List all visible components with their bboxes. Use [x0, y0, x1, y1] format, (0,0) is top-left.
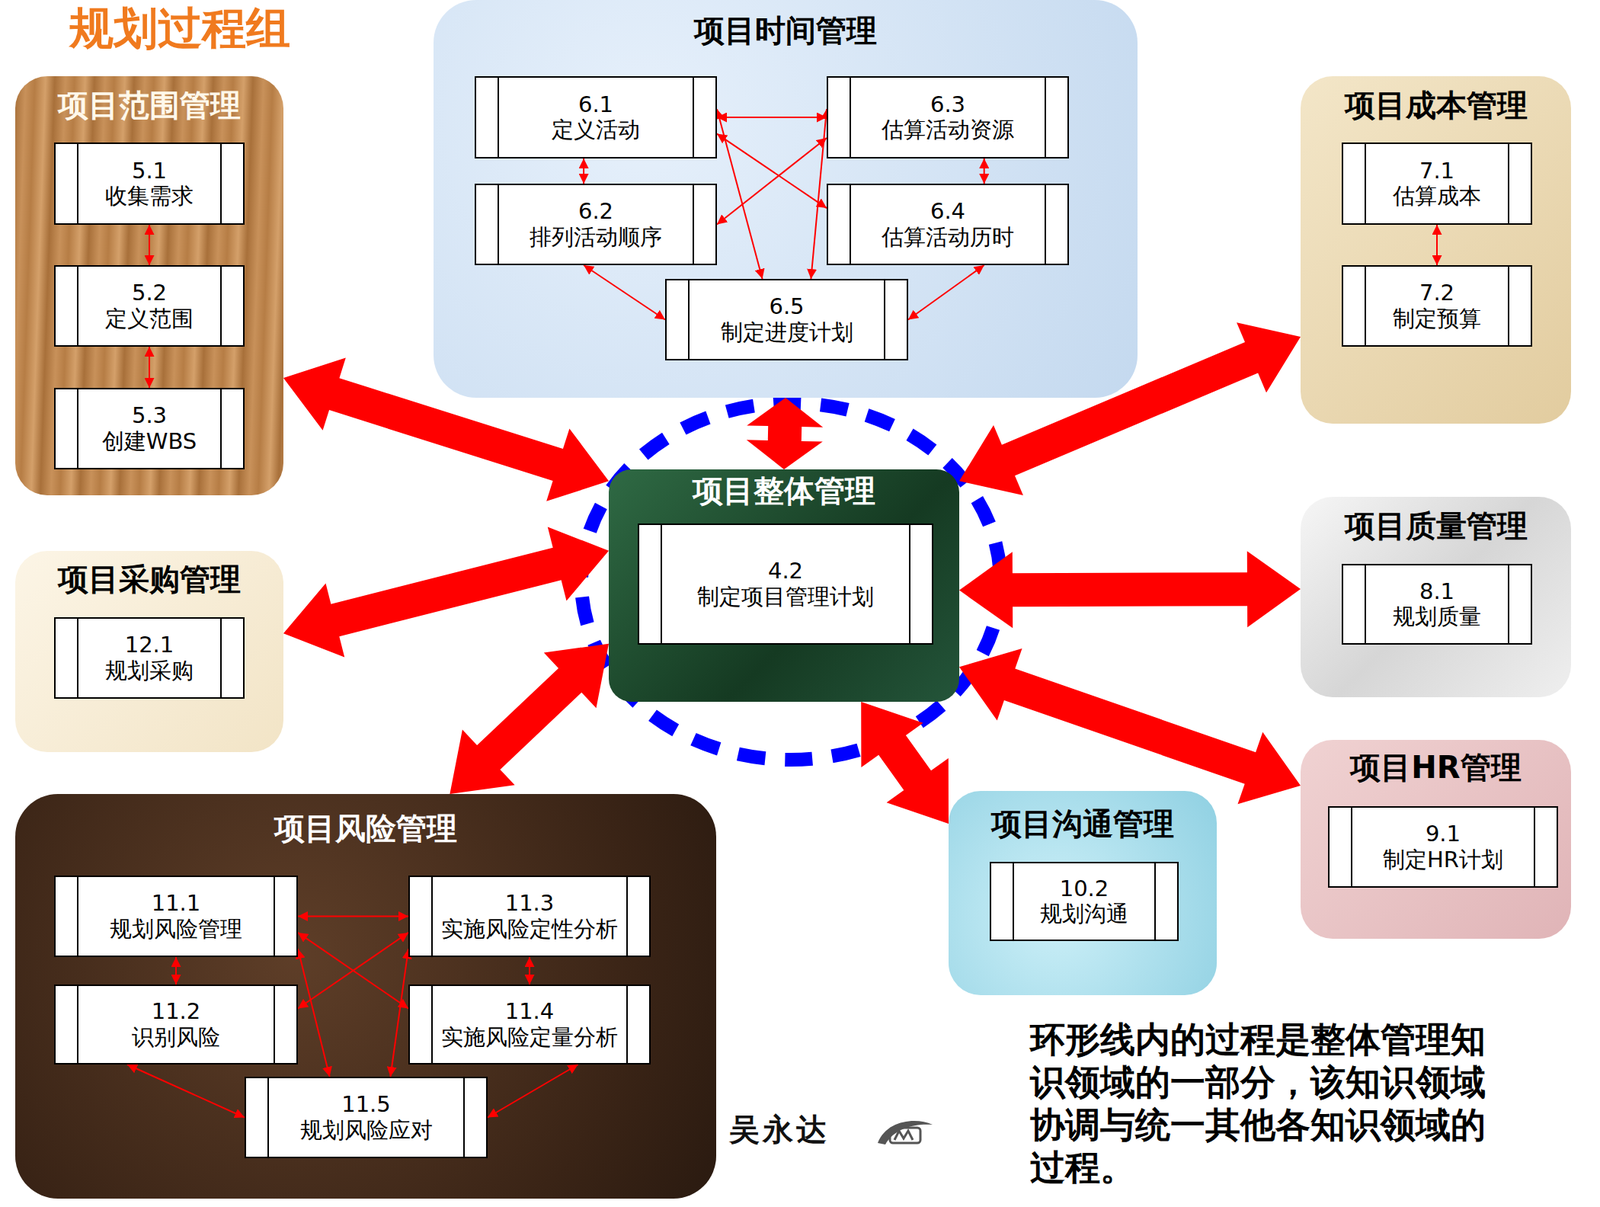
integration-arrow [283, 527, 609, 658]
process-box: 5.3 创建WBS [54, 387, 245, 470]
process-label: 11.1 规划风险管理 [109, 890, 243, 942]
knowledge-area-group: 项目质量管理 8.1 规划质量 [1300, 496, 1572, 698]
integration-arrow [449, 643, 609, 794]
knowledge-area-group: 项目HR管理 9.1 制定HR计划 [1300, 739, 1572, 939]
knowledge-area-group: 项目时间管理 6.1 定义活动 6.3 估算活动资源 6.2 排列活动顺序 6.4 估算… [433, 0, 1138, 398]
process-label: 6.5 制定进度计划 [720, 294, 854, 346]
pmp-logo [877, 1120, 933, 1145]
process-label: 9.1 制定HR计划 [1382, 821, 1504, 873]
process-box: 6.4 估算活动历时 [826, 183, 1069, 266]
process-label: 5.3 创建WBS [102, 403, 197, 455]
process-link [528, 956, 531, 985]
process-box: 11.1 规划风险管理 [54, 875, 298, 957]
group-heading: 项目沟通管理 [948, 790, 1217, 842]
process-label: 12.1 规划采购 [105, 632, 194, 684]
process-label: 6.3 估算活动资源 [881, 92, 1015, 144]
process-label: 11.5 规划风险应对 [300, 1091, 433, 1143]
integration-arrow [860, 701, 949, 824]
process-label: 7.2 制定预算 [1392, 280, 1482, 332]
process-box: 11.5 规划风险应对 [244, 1076, 488, 1159]
process-label: 11.2 识别风险 [131, 998, 221, 1050]
process-box: 4.2 制定项目管理计划 [637, 523, 934, 645]
author-signature: 吴永达 [729, 1112, 830, 1146]
process-box: 7.2 制定预算 [1341, 265, 1533, 347]
process-box: 8.1 规划质量 [1341, 563, 1533, 645]
process-label: 4.2 制定项目管理计划 [697, 558, 874, 610]
process-box: 11.4 实施风险定量分析 [408, 984, 651, 1065]
process-link [1436, 224, 1438, 266]
group-heading: 项目时间管理 [433, 0, 1138, 49]
process-box: 6.1 定义活动 [474, 76, 717, 159]
diagram-title: 规划过程组 [69, 4, 291, 54]
process-label: 10.2 规划沟通 [1040, 876, 1129, 928]
process-box: 11.3 实施风险定性分析 [408, 875, 651, 957]
knowledge-area-group: 项目采购管理 12.1 规划采购 [15, 550, 284, 752]
process-box: 6.2 排列活动顺序 [474, 183, 717, 266]
process-box: 10.2 规划沟通 [989, 861, 1179, 941]
process-box: 9.1 制定HR计划 [1328, 806, 1559, 888]
knowledge-area-group: 项目范围管理 5.1 收集需求 5.2 定义范围 5.3 创建WBS [15, 76, 284, 496]
knowledge-area-group: 项目成本管理 7.1 估算成本 7.2 制定预算 [1300, 76, 1572, 424]
process-label: 6.2 排列活动顺序 [529, 198, 663, 250]
knowledge-area-group: 项目沟通管理 10.2 规划沟通 [948, 790, 1217, 996]
process-box: 5.1 收集需求 [54, 142, 245, 225]
process-label: 6.1 定义活动 [551, 92, 640, 144]
process-link [297, 915, 409, 918]
process-box: 12.1 规划采购 [54, 617, 245, 699]
process-box: 6.3 估算活动资源 [826, 76, 1069, 159]
group-heading: 项目整体管理 [608, 469, 960, 509]
process-label: 5.2 定义范围 [105, 280, 194, 332]
knowledge-area-group: 项目整体管理 4.2 制定项目管理计划 [608, 469, 960, 702]
group-heading: 项目范围管理 [15, 76, 284, 124]
group-heading: 项目成本管理 [1300, 76, 1572, 124]
group-heading: 项目HR管理 [1300, 739, 1572, 786]
knowledge-area-group: 项目风险管理 11.1 规划风险管理 11.3 实施风险定性分析 11.2 识别风险 1… [15, 793, 717, 1199]
process-box: 7.1 估算成本 [1341, 142, 1533, 225]
process-link [148, 224, 151, 266]
process-label: 11.3 实施风险定性分析 [441, 890, 618, 942]
integration-arrow [959, 648, 1301, 804]
process-link [983, 158, 986, 184]
process-link [175, 956, 177, 985]
process-label: 7.1 估算成本 [1392, 158, 1482, 210]
process-box: 11.2 识别风险 [54, 984, 298, 1065]
group-heading: 项目质量管理 [1300, 496, 1572, 544]
process-box: 5.2 定义范围 [54, 265, 245, 347]
group-heading: 项目风险管理 [15, 793, 717, 847]
process-link [716, 116, 827, 119]
process-link [148, 346, 151, 388]
process-link [582, 158, 585, 184]
integration-arrow [746, 397, 823, 470]
process-label: 11.4 实施风险定量分析 [441, 998, 618, 1050]
process-label: 5.1 收集需求 [105, 158, 194, 210]
integration-arrow [959, 550, 1301, 628]
process-label: 8.1 规划质量 [1392, 579, 1482, 631]
caption-note: 环形线内的过程是整体管理知识领域的一部分，该知识领域协调与统一其他各知识领域的过… [1030, 1017, 1501, 1189]
process-box: 6.5 制定进度计划 [665, 278, 909, 361]
process-label: 6.4 估算活动历时 [881, 198, 1015, 250]
group-heading: 项目采购管理 [15, 550, 284, 598]
